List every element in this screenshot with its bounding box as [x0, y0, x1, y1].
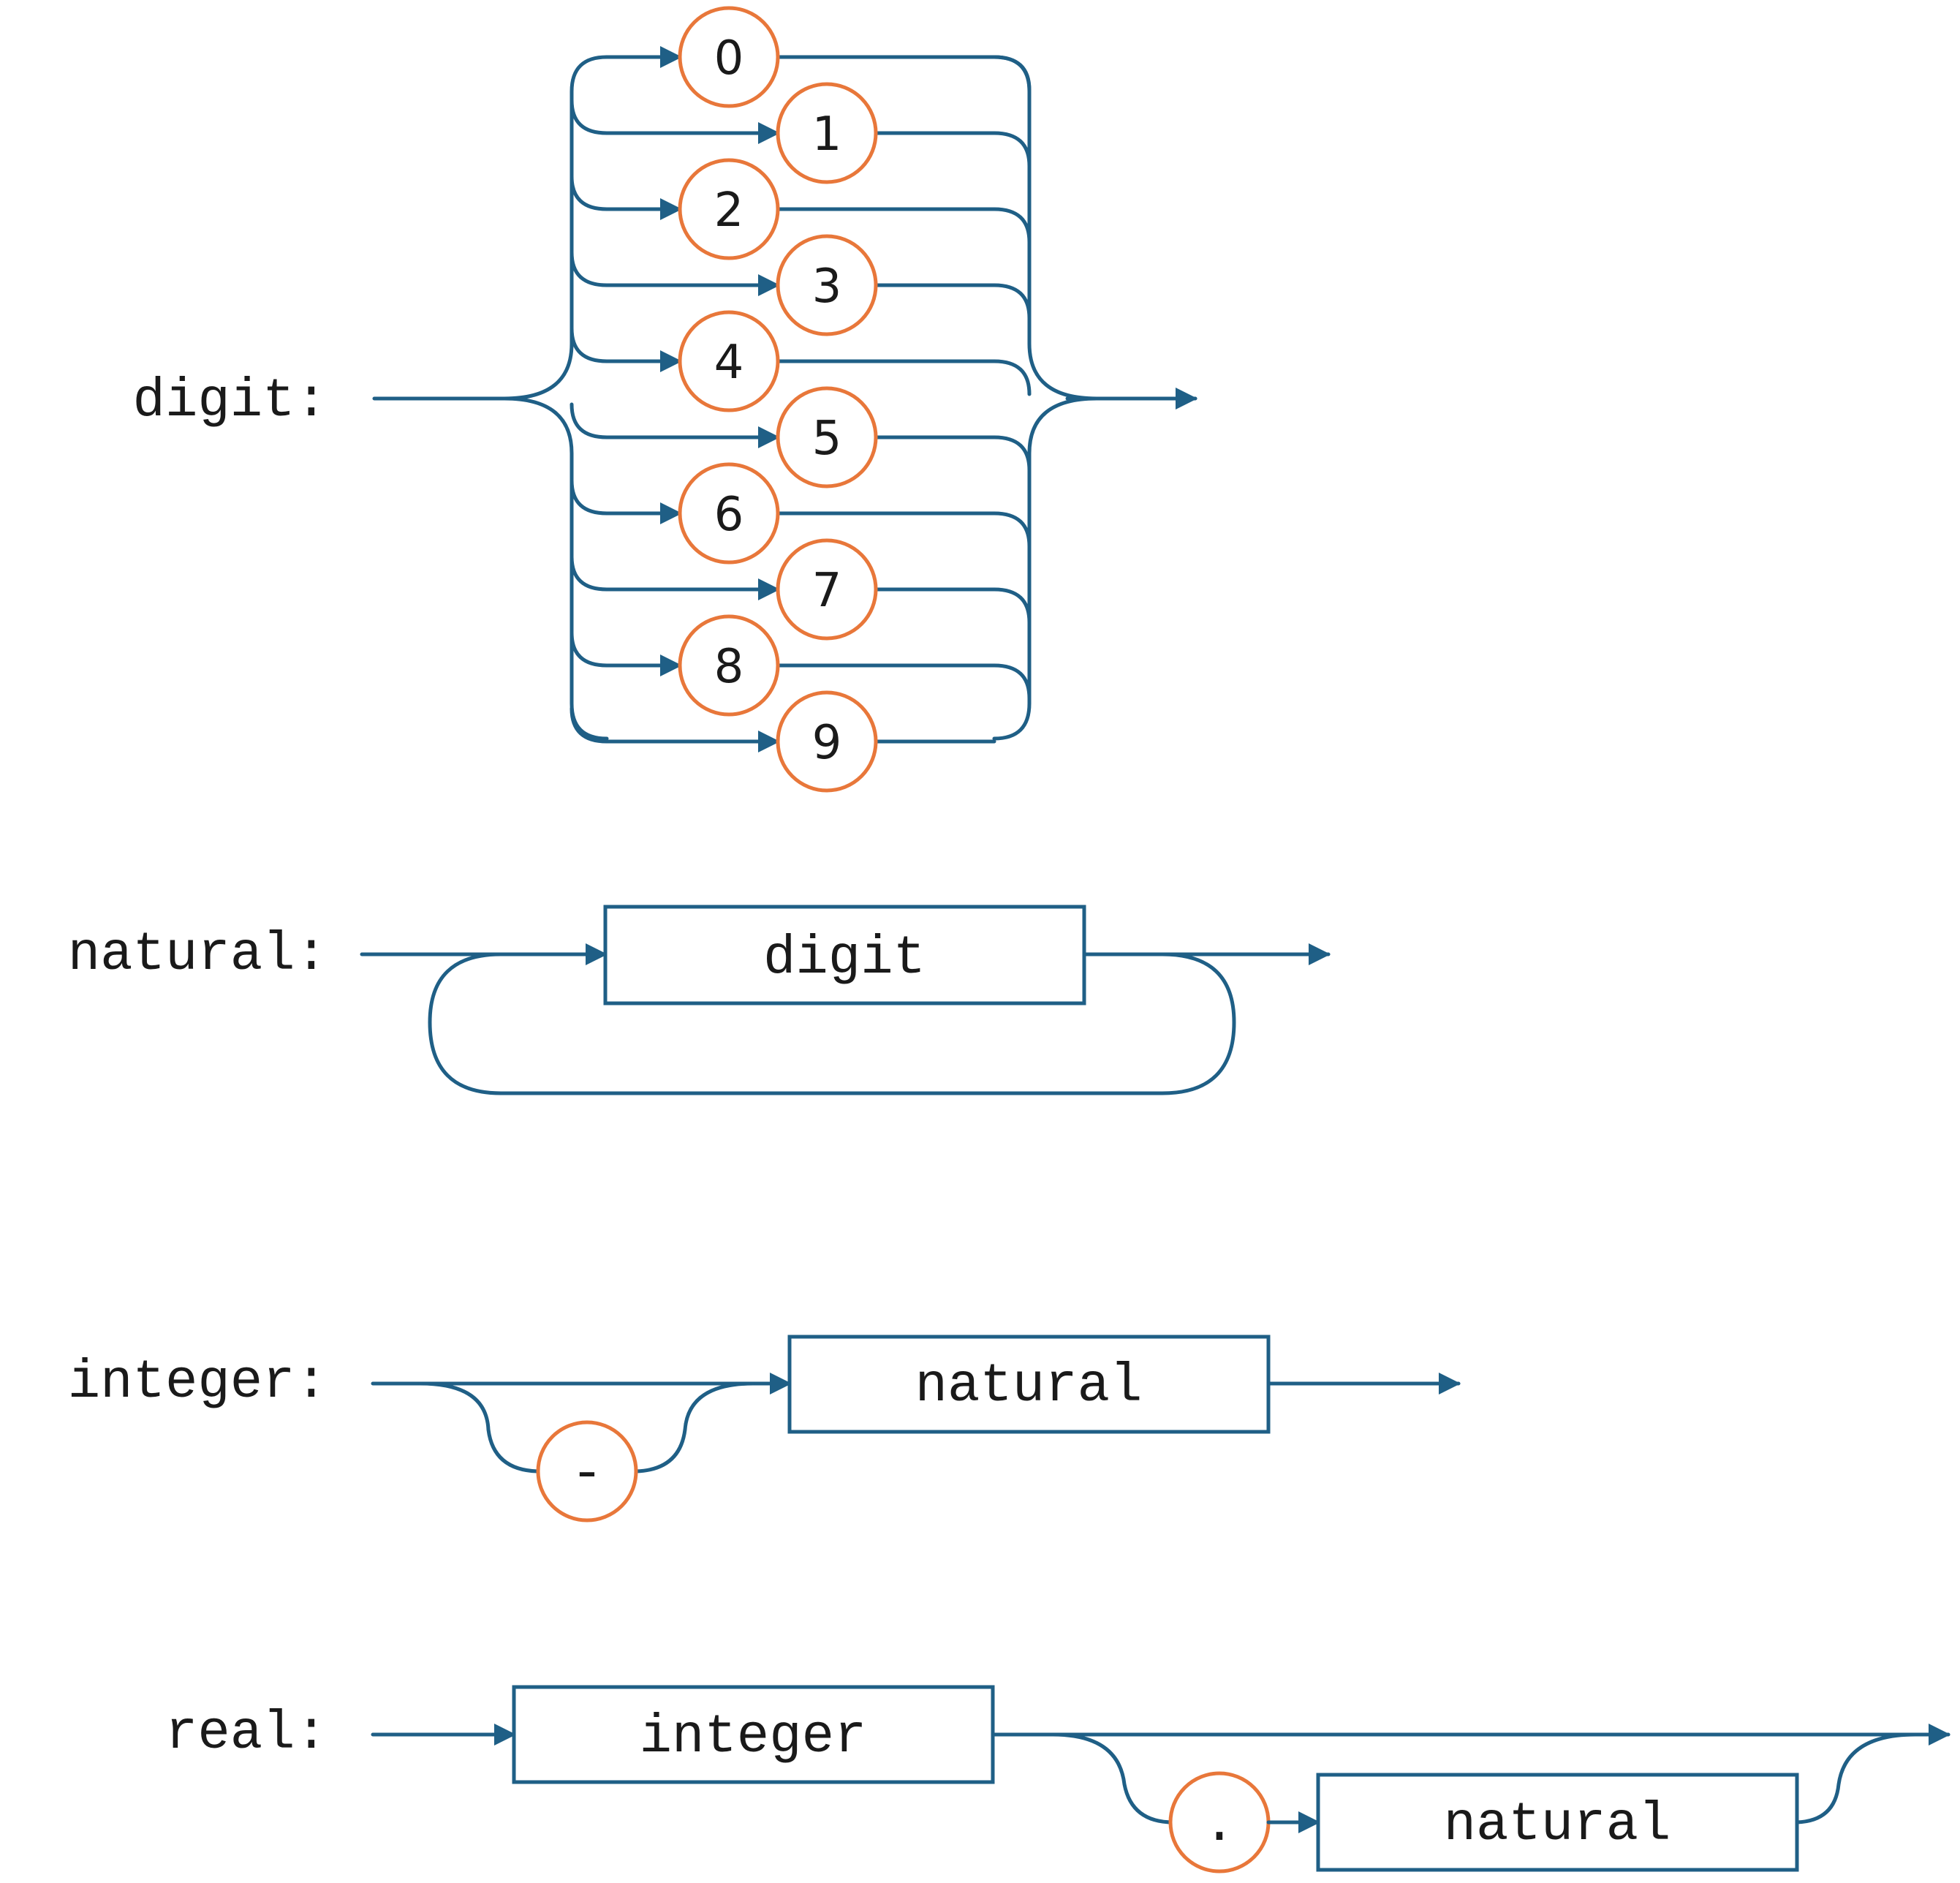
- digit-terminal-8: [678, 614, 780, 717]
- rule-real: real: integer . natural: [165, 1685, 1950, 1873]
- rule-label-natural: natural:: [68, 924, 328, 986]
- digit-fork-lower: [502, 396, 609, 741]
- integer-minus-text: -: [571, 1444, 603, 1506]
- digit-terminal-9: [776, 690, 878, 793]
- digit-terminal-text-5: 5: [812, 412, 842, 466]
- rule-label-integer: integer:: [68, 1352, 328, 1414]
- digit-entry-line: [372, 55, 609, 401]
- digit-terminal-4: [678, 310, 780, 412]
- digit-branch-out-1: [874, 131, 1032, 168]
- integer-natural-text: natural: [915, 1356, 1143, 1417]
- digit-terminal-text-4: 4: [714, 336, 744, 390]
- digit-branch-out-5: [874, 435, 1032, 472]
- digit-branch-in-3: [570, 250, 780, 296]
- digit-branch-out-4: [776, 359, 1032, 396]
- integer-minus-bypass: [418, 1381, 540, 1473]
- digit-terminal-3: [776, 234, 878, 336]
- digit-terminal-7: [776, 538, 878, 641]
- digit-terminal-text-3: 3: [812, 260, 842, 314]
- digit-branch-out-7: [874, 587, 1032, 624]
- natural-digit-text: digit: [763, 928, 926, 989]
- digit-terminal-text-7: 7: [812, 564, 842, 618]
- rule-label-real: real:: [165, 1703, 328, 1765]
- digit-branch-in-9: [570, 706, 780, 752]
- real-natural-box: [1316, 1773, 1799, 1872]
- digit-terminal-text-0: 0: [714, 31, 744, 86]
- real-fraction-rejoin: [1795, 1732, 1918, 1824]
- rule-label-digit: digit:: [133, 371, 328, 432]
- digit-branch-in-4: [570, 326, 682, 372]
- rule-integer: integer: - natural: [68, 1335, 1461, 1522]
- digit-branch-in-6: [570, 478, 682, 524]
- digit-terminal-1: [776, 82, 878, 184]
- digit-merge-lower: [992, 396, 1099, 741]
- natural-loop-back: [428, 952, 1236, 1095]
- integer-minus-terminal: [536, 1420, 638, 1522]
- digit-branch-out-3: [874, 283, 1032, 320]
- digit-terminal-text-8: 8: [714, 640, 744, 694]
- rule-natural: natural: digit: [68, 905, 1331, 1095]
- digit-merge-upper: [992, 55, 1099, 401]
- real-dot-text: .: [1203, 1795, 1236, 1857]
- digit-branch-in-7: [570, 554, 780, 600]
- digit-branch-in-8: [570, 630, 682, 676]
- digit-terminal-0: [678, 6, 780, 108]
- digit-branch-in-1: [570, 98, 780, 144]
- digit-terminal-text-6: 6: [714, 488, 744, 542]
- digit-terminal-2: [678, 158, 780, 260]
- integer-natural-box: [787, 1335, 1271, 1434]
- digit-terminal-text-9: 9: [812, 716, 842, 770]
- digit-terminal-text-2: 2: [714, 184, 744, 238]
- digit-branch-in-2: [570, 174, 682, 220]
- natural-digit-box: [603, 905, 1086, 1005]
- digit-terminal-5: [776, 386, 878, 488]
- digit-terminal-6: [678, 462, 780, 565]
- digit-branch-in-5: [570, 402, 780, 448]
- digit-branches: 0 1 2 3 4 5 6 7 8 9: [570, 6, 1032, 793]
- rule-digit: digit: 0 1 2 3 4 5 6 7 8 9: [133, 6, 1197, 793]
- real-fraction-branch: [1051, 1732, 1176, 1824]
- digit-terminal-text-1: 1: [812, 107, 842, 162]
- integer-minus-rejoin: [634, 1381, 755, 1473]
- real-natural-text: natural: [1444, 1795, 1671, 1856]
- real-integer-text: integer: [640, 1707, 867, 1768]
